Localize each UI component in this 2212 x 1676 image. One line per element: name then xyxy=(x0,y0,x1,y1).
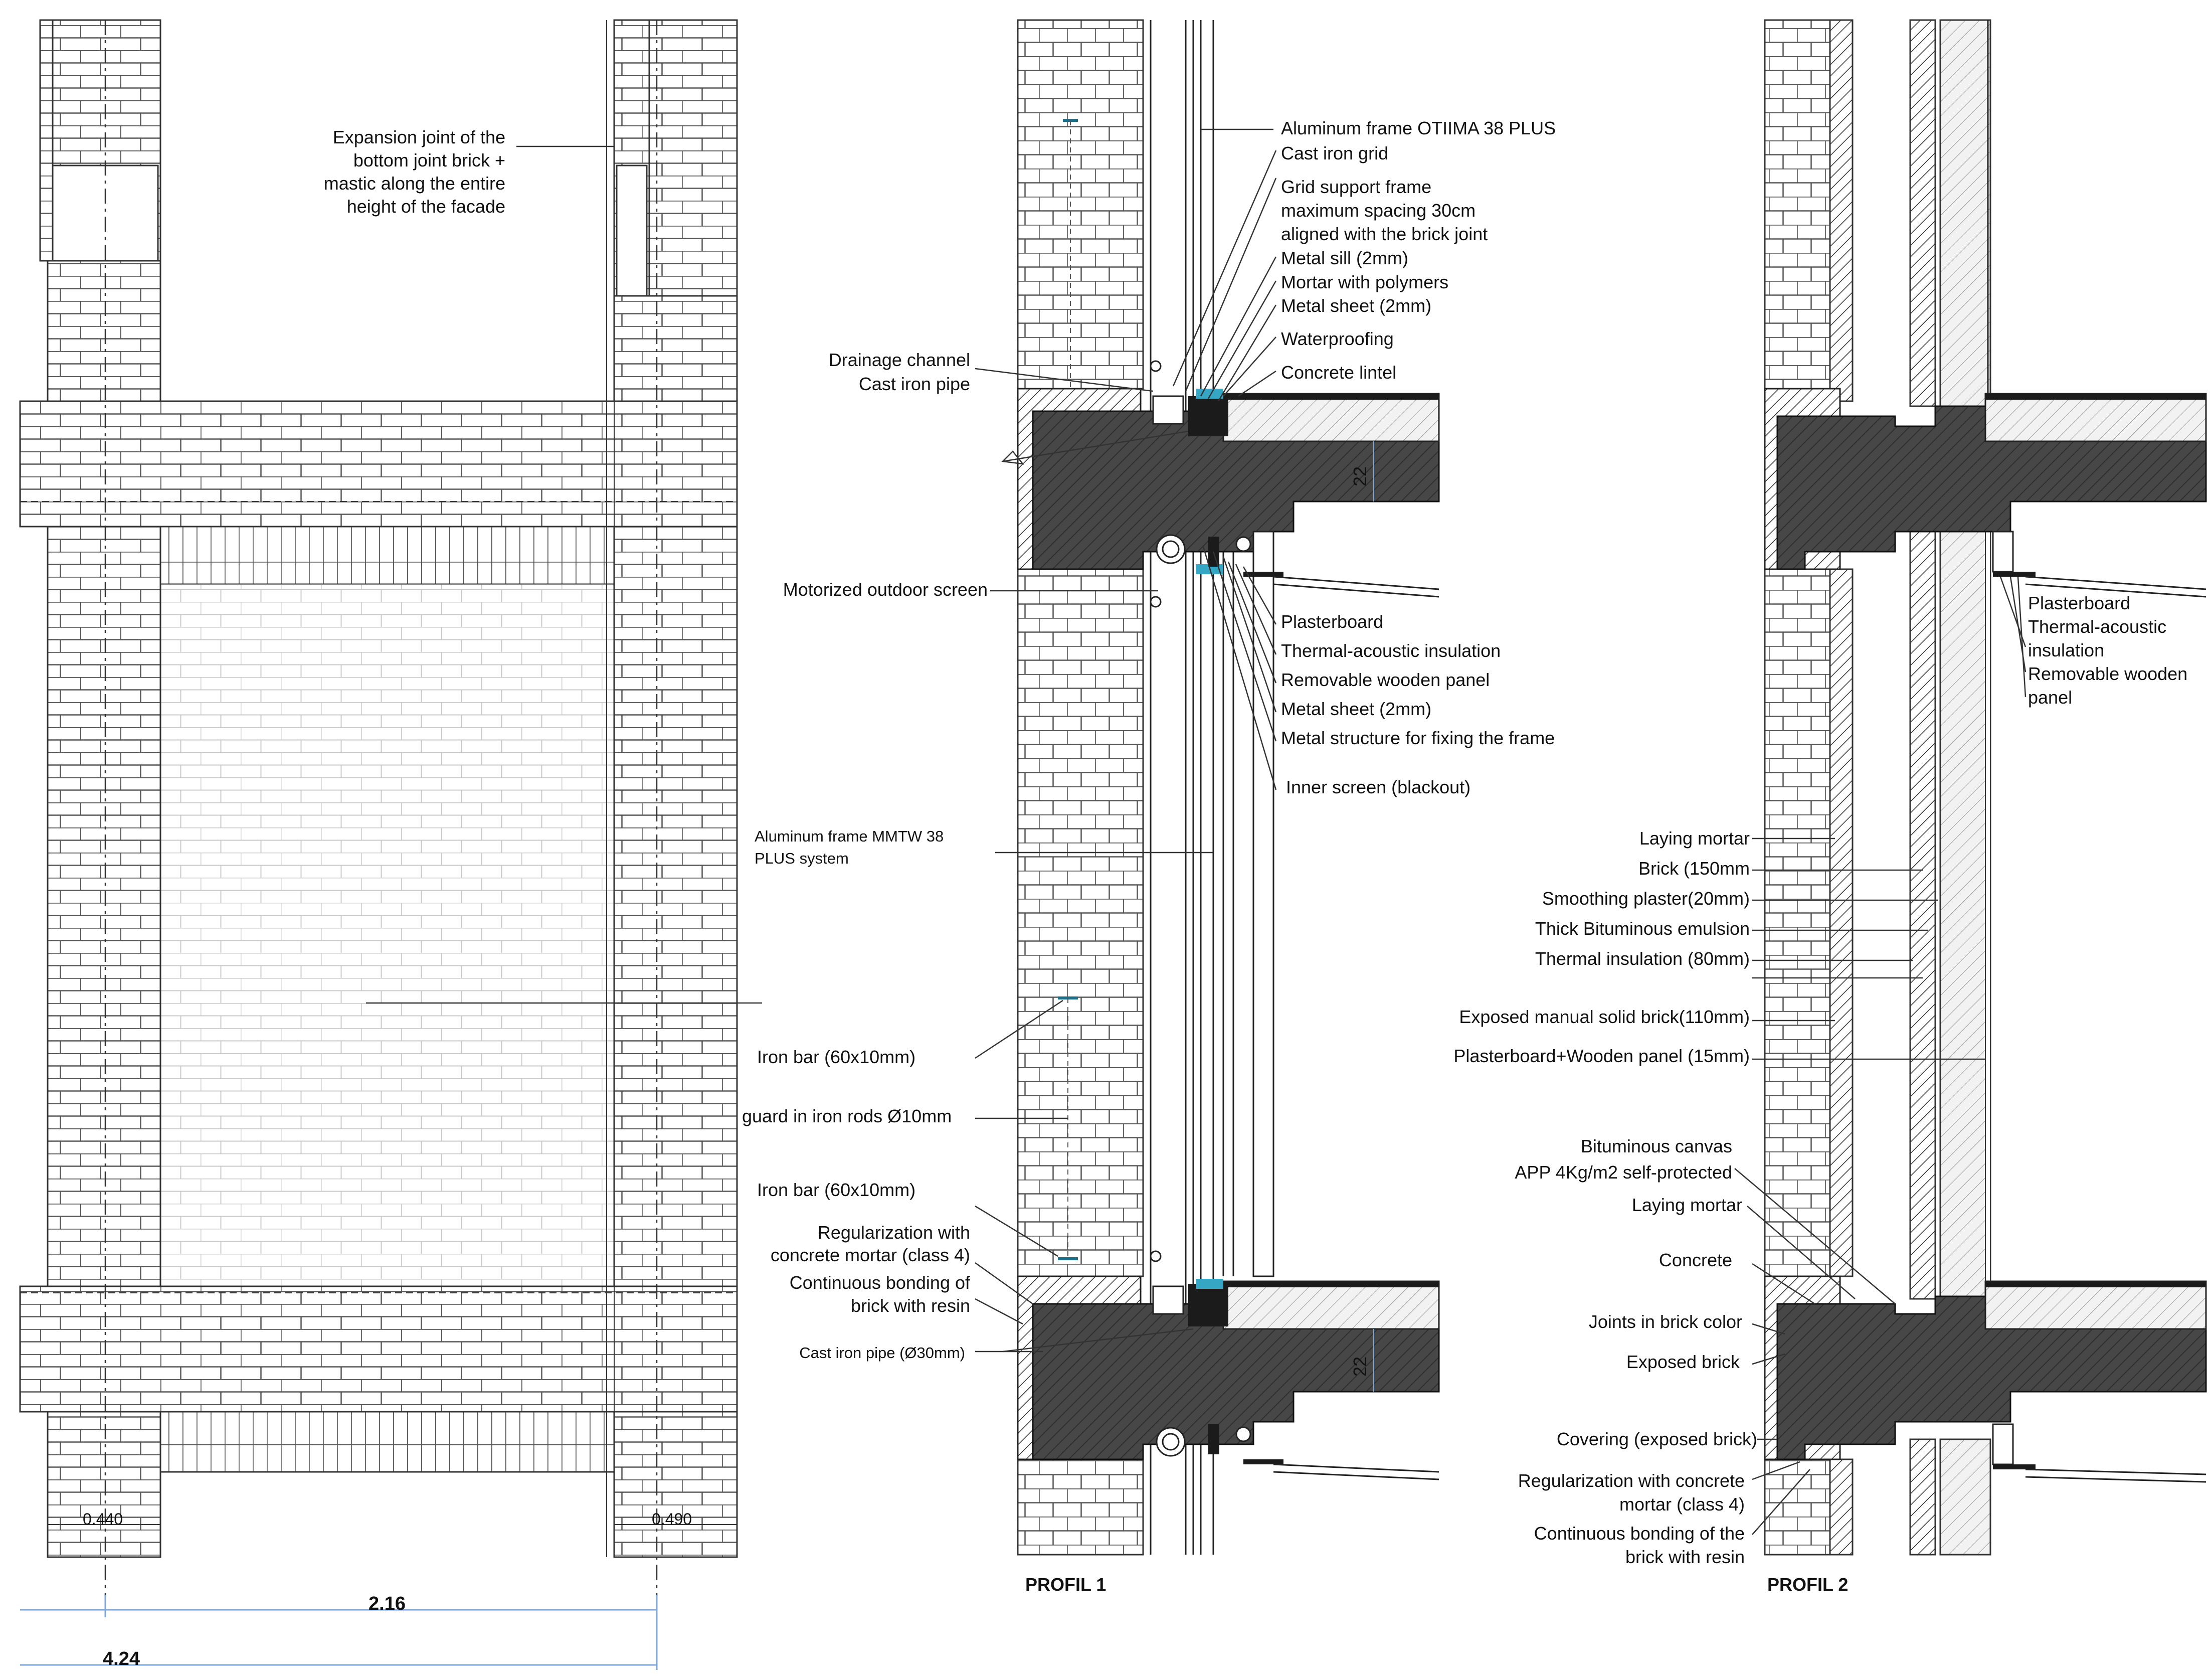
profil2-label-laying-mortar: Laying mortar xyxy=(1639,828,1750,849)
profil2-label-app-self-protected: APP 4Kg/m2 self-protected xyxy=(1515,1162,1732,1183)
profil1-dim-top: 22 xyxy=(1350,466,1370,486)
profil2-label-joints-brick-color: Joints in brick color xyxy=(1589,1311,1742,1332)
profil1-label-removable-panel: Removable wooden panel xyxy=(1281,669,1490,690)
profil1-upper-metal-sill xyxy=(1188,396,1228,436)
brick-screen-infill xyxy=(160,584,615,1287)
profil2-label-plasterboard: Plasterboard xyxy=(2028,593,2130,613)
profil1-label-cast-iron-pipe: Cast iron pipe xyxy=(859,374,970,394)
profil2-label-brick-resin: brick with resin xyxy=(1625,1547,1745,1567)
profil2-inner-brick-upper xyxy=(1909,19,1936,407)
profil2-label-bituminous-canvas: Bituminous canvas xyxy=(1581,1136,1732,1156)
dim-total: 4.24 xyxy=(103,1648,140,1669)
profil2-label-removable-wooden: Removable wooden xyxy=(2028,663,2187,684)
profil2-brick-lower xyxy=(1764,1458,1831,1556)
profil2-label-regularization: Regularization with concrete xyxy=(1518,1470,1745,1491)
left-pier xyxy=(47,526,161,1287)
right-pier-gap xyxy=(616,164,648,297)
lintel-brick-band xyxy=(19,400,738,528)
profil1-label-continuous-bonding: Continuous bonding of xyxy=(790,1272,971,1293)
profil1-label-metal-sill: Metal sill (2mm) xyxy=(1281,248,1408,268)
profil2-label-plasterboard-wooden: Plasterboard+Wooden panel (15mm) xyxy=(1453,1046,1750,1066)
profil2-label-insulation: insulation xyxy=(2028,640,2104,660)
profil1-label-iron-bar-1: Iron bar (60x10mm) xyxy=(757,1047,915,1067)
profil1-label-brick-resin: brick with resin xyxy=(851,1295,970,1316)
expansion-joint-line-4: height of the facade xyxy=(347,196,505,217)
dim-right-pier: 0.490 xyxy=(652,1510,692,1528)
profil2-label-covering: Covering (exposed brick) xyxy=(1557,1429,1757,1449)
profil1-label-motorized-screen: Motorized outdoor screen xyxy=(783,579,988,600)
profil1-label-mortar-polymers: Mortar with polymers xyxy=(1281,272,1448,292)
profil1-label-metal-sheet: Metal sheet (2mm) xyxy=(1281,699,1431,719)
profil1-upper-floor-finish xyxy=(1222,393,1440,442)
profil2-label-exposed-brick: Exposed brick xyxy=(1626,1352,1740,1372)
profil1-label-plus-system: PLUS system xyxy=(755,850,849,867)
profil2-label-laying-mortar-2: Laying mortar xyxy=(1632,1195,1742,1215)
profil1-label-concrete-lintel: Concrete lintel xyxy=(1281,362,1396,383)
profil2-label-continuous-bonding: Continuous bonding of the xyxy=(1534,1523,1745,1544)
profil1-label-guard-rods: guard in iron rods Ø10mm xyxy=(742,1106,952,1126)
dim-left-pier: 0.440 xyxy=(83,1510,123,1528)
profil2-label-panel: panel xyxy=(2028,687,2072,708)
profil1-lower-floor-finish xyxy=(1222,1280,1440,1330)
profil2-label-concrete: Concrete xyxy=(1659,1250,1732,1270)
profil1-label-thermal-acoustic: Thermal-acoustic insulation xyxy=(1281,640,1501,661)
profil1-dim-bottom: 22 xyxy=(1350,1357,1370,1377)
profil1-label-plasterboard: Plasterboard xyxy=(1281,611,1383,632)
profil2-label-exposed-solid-brick: Exposed manual solid brick(110mm) xyxy=(1459,1007,1750,1027)
expansion-joint-line-1: Expansion joint of the xyxy=(333,127,505,147)
profil1-brick-lower xyxy=(1017,1458,1144,1556)
profil2-label-mortar-class4: mortar (class 4) xyxy=(1619,1494,1745,1515)
profil1-label-iron-bar-2: Iron bar (60x10mm) xyxy=(757,1180,915,1200)
sill-brick-band xyxy=(19,1285,738,1413)
profil1-brick-middle xyxy=(1017,568,1144,1277)
profil2-label-brick-150: Brick (150mm xyxy=(1638,858,1750,879)
profil1-label-frame-otiima: Aluminum frame OTIIMA 38 PLUS xyxy=(1281,118,1556,138)
profil2-label-smoothing-plaster: Smoothing plaster(20mm) xyxy=(1542,888,1750,909)
profil1-label-aligned-joint: aligned with the brick joint xyxy=(1281,224,1488,244)
expansion-joint-line-3: mastic along the entire xyxy=(324,173,505,194)
right-pier xyxy=(613,526,738,1287)
profil1-label-frame-mmtw: Aluminum frame MMTW 38 xyxy=(755,827,944,845)
profil2-brick-upper xyxy=(1764,19,1831,402)
profil-2-section: PROFIL 2 Plasterboard Thermal-acoustic i… xyxy=(1453,19,2207,1595)
lintel-soldier-course xyxy=(159,526,615,585)
profil1-label-cast-iron-pipe-30: Cast iron pipe (Ø30mm) xyxy=(799,1344,965,1362)
profil1-label-inner-screen: Inner screen (blackout) xyxy=(1286,777,1470,797)
profil1-label-regularization: Regularization with xyxy=(818,1222,970,1243)
profil2-brick-middle xyxy=(1764,568,1831,1277)
profil2-title: PROFIL 2 xyxy=(1767,1574,1848,1595)
profil1-label-cast-iron-grid: Cast iron grid xyxy=(1281,143,1388,163)
profil-1-section: PROFIL 1 22 22 Aluminum frame OTIIMA 38 … xyxy=(742,19,1556,1595)
profil1-title: PROFIL 1 xyxy=(1025,1574,1106,1595)
profil2-label-thermal-acoustic: Thermal-acoustic xyxy=(2028,616,2166,637)
profil1-brick-upper xyxy=(1017,19,1144,390)
profil1-label-grid-support: Grid support frame xyxy=(1281,177,1431,197)
profil2-label-thermal-insulation: Thermal insulation (80mm) xyxy=(1535,948,1750,969)
profil1-label-metal-sheet-top: Metal sheet (2mm) xyxy=(1281,295,1431,316)
profil1-label-metal-structure: Metal structure for fixing the frame xyxy=(1281,728,1555,748)
profil1-label-concrete-mortar: concrete mortar (class 4) xyxy=(771,1245,970,1265)
profil2-inner-brick-middle xyxy=(1909,531,1936,1300)
profil1-label-max-spacing: maximum spacing 30cm xyxy=(1281,200,1476,221)
profil1-label-waterproofing: Waterproofing xyxy=(1281,328,1394,349)
profil1-label-drainage: Drainage channel xyxy=(829,350,970,370)
profil2-label-bituminous-emulsion: Thick Bituminous emulsion xyxy=(1535,918,1750,939)
facade-elevation: Expansion joint of the bottom joint bric… xyxy=(19,19,762,1670)
dim-opening: 2.16 xyxy=(368,1593,406,1614)
expansion-joint-line-2: bottom joint brick + xyxy=(353,150,505,171)
